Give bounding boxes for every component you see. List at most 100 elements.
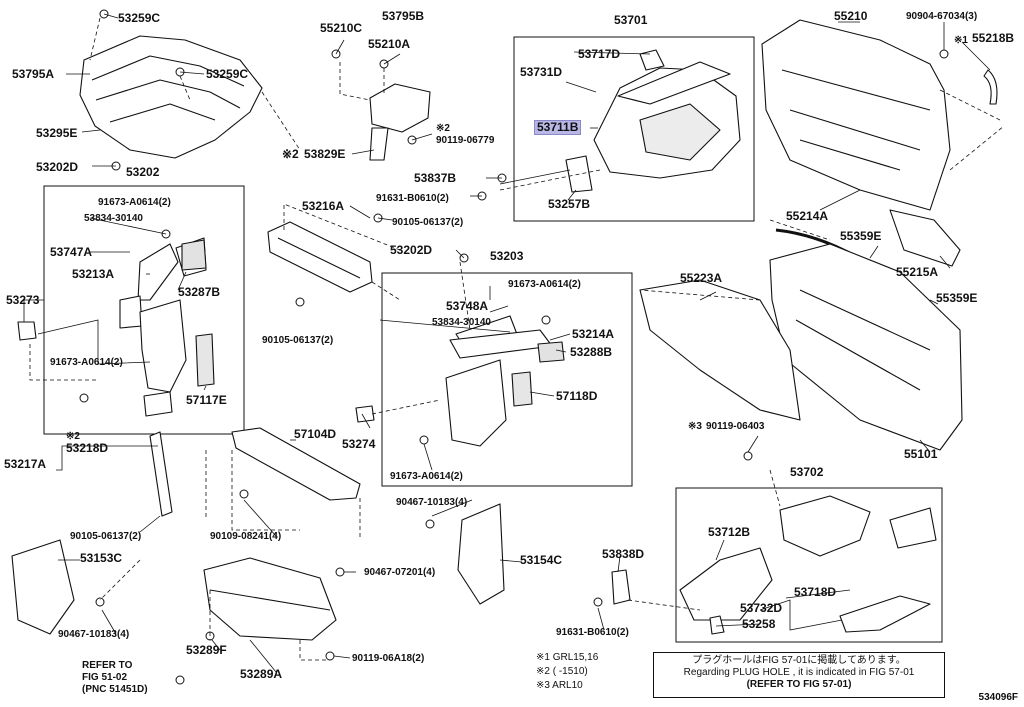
part-label-53838d[interactable]: 53838D <box>602 547 645 561</box>
part-53202-panel <box>139 299 187 393</box>
part-label-90467-10183[interactable]: 90467-10183(4) <box>58 629 130 640</box>
part-label-53202d[interactable]: 53202D <box>36 160 79 174</box>
part-label-53834-30140[interactable]: 53834-30140 <box>84 213 143 224</box>
part-label-90119-06779[interactable]: 90119-06779 <box>436 135 495 146</box>
part-53203-panel <box>445 359 507 447</box>
part-label-55359e[interactable]: 55359E <box>840 229 882 243</box>
part-label-53702[interactable]: 53702 <box>790 465 824 479</box>
plug-hole-note: プラグホールはFIG 57-01に掲載してあります。 Regarding PLU… <box>653 652 945 698</box>
part-label-53259c[interactable]: 53259C <box>206 67 249 81</box>
part-label-55223a[interactable]: 55223A <box>680 271 723 285</box>
part-label-53217a[interactable]: 53217A <box>4 457 47 471</box>
part-label-53795a[interactable]: 53795A <box>12 67 55 81</box>
part-label-90467-07201[interactable]: 90467-07201(4) <box>364 567 436 578</box>
group-frame-53202 <box>43 185 245 435</box>
part-label-91673-a0614[interactable]: 91673-A0614(2) <box>508 279 581 290</box>
part-label-53718d[interactable]: 53718D <box>794 585 837 599</box>
mark-3: ※3 <box>688 421 702 432</box>
part-label-55215a[interactable]: 55215A <box>896 265 939 279</box>
part-label-53289a[interactable]: 53289A <box>240 667 283 681</box>
part-label-53747a[interactable]: 53747A <box>50 245 93 259</box>
part-label-53153c[interactable]: 53153C <box>80 551 123 565</box>
part-label-53837b[interactable]: 53837B <box>414 171 457 185</box>
refer-fig-51-02[interactable]: REFER TO FIG 51-02 (PNC 51451D) <box>82 660 148 696</box>
part-label-90105-06137[interactable]: 90105-06137(2) <box>262 335 334 346</box>
part-label-53701[interactable]: 53701 <box>614 13 648 27</box>
part-label-53712b[interactable]: 53712B <box>708 525 751 539</box>
part-53712b-shape <box>679 547 773 621</box>
part-label-57118d[interactable]: 57118D <box>556 389 598 403</box>
part-label-53213a[interactable]: 53213A <box>72 267 115 281</box>
mark-2: ※2 <box>66 431 80 442</box>
part-label-90105-06137[interactable]: 90105-06137(2) <box>392 217 464 228</box>
part-label-91673-a0614[interactable]: 91673-A0614(2) <box>390 471 463 482</box>
part-label-53216a[interactable]: 53216A <box>302 199 345 213</box>
part-55210-shape <box>761 19 951 211</box>
part-label-53259c[interactable]: 53259C <box>118 11 161 25</box>
part-53795b-shape <box>369 83 431 133</box>
diagram-code: 534096F <box>978 692 1018 703</box>
footnote-2: ※2 ( -1510) <box>536 666 588 677</box>
part-label-90105-06137[interactable]: 90105-06137(2) <box>70 531 142 542</box>
part-label-53214a[interactable]: 53214A <box>572 327 615 341</box>
part-label-53287b[interactable]: 53287B <box>178 285 221 299</box>
part-label-91631-b0610[interactable]: 91631-B0610(2) <box>556 627 629 638</box>
part-label-91673-a0614[interactable]: 91673-A0614(2) <box>50 357 123 368</box>
group-frame-53203 <box>381 272 633 487</box>
part-label-53289f[interactable]: 53289F <box>186 643 227 657</box>
part-label-53731d[interactable]: 53731D <box>520 65 563 79</box>
part-label-53203[interactable]: 53203 <box>490 249 524 263</box>
part-label-57117e[interactable]: 57117E <box>186 393 227 407</box>
note-jp: プラグホールはFIG 57-01に掲載してあります。 <box>692 655 906 666</box>
part-label-90904-67034[interactable]: 90904-67034(3) <box>906 11 978 22</box>
part-label-53829e[interactable]: 53829E <box>304 147 346 161</box>
part-label-53257b[interactable]: 53257B <box>548 197 591 211</box>
note-ref[interactable]: (REFER TO FIG 57-01) <box>746 679 852 690</box>
part-label-55218b[interactable]: 55218B <box>972 31 1015 45</box>
part-label-55210[interactable]: 55210 <box>834 9 868 23</box>
part-label-55214a[interactable]: 55214A <box>786 209 829 223</box>
part-label-53795b[interactable]: 53795B <box>382 9 425 23</box>
part-label-55210c[interactable]: 55210C <box>320 21 363 35</box>
refer-line-3: (PNC 51451D) <box>82 684 148 695</box>
part-label-53202d[interactable]: 53202D <box>390 243 433 257</box>
part-53153c-shape <box>11 539 75 635</box>
part-label-55359e[interactable]: 55359E <box>936 291 978 305</box>
part-label-53711b[interactable]: 53711B <box>534 120 582 135</box>
part-label-53154c[interactable]: 53154C <box>520 553 563 567</box>
part-label-53273[interactable]: 53273 <box>6 293 40 307</box>
part-label-53295e[interactable]: 53295E <box>36 126 78 140</box>
part-53216a-shape <box>267 221 373 293</box>
part-label-53732d[interactable]: 53732D <box>740 601 783 615</box>
part-label-53717d[interactable]: 53717D <box>578 47 621 61</box>
part-label-90119-06a18[interactable]: 90119-06A18(2) <box>352 653 425 664</box>
part-label-90109-08241[interactable]: 90109-08241(4) <box>210 531 282 542</box>
part-label-53274[interactable]: 53274 <box>342 437 376 451</box>
part-label-90467-10183[interactable]: 90467-10183(4) <box>396 497 468 508</box>
part-label-55101[interactable]: 55101 <box>904 447 938 461</box>
part-label-90119-06403[interactable]: 90119-06403 <box>706 421 765 432</box>
footnote-3: ※3 ARL10 <box>536 680 583 691</box>
part-53287b-shape <box>181 239 207 271</box>
part-label-53258[interactable]: 53258 <box>742 617 776 631</box>
part-57104d-shape <box>231 427 361 501</box>
part-53289a-shape <box>203 557 337 641</box>
part-53213a-shape <box>137 243 179 301</box>
part-label-91673-a0614[interactable]: 91673-A0614(2) <box>98 197 171 208</box>
part-label-55210a[interactable]: 55210A <box>368 37 411 51</box>
part-label-53748a[interactable]: 53748A <box>446 299 489 313</box>
part-label-53202[interactable]: 53202 <box>126 165 160 179</box>
part-label-91631-b0610[interactable]: 91631-B0610(2) <box>376 193 449 204</box>
refer-line-2: FIG 51-02 <box>82 672 128 683</box>
part-55101-shape <box>769 243 963 451</box>
mark-2: ※2 <box>436 123 450 134</box>
part-label-53834-30140[interactable]: 53834-30140 <box>432 317 491 328</box>
part-55223a-shape <box>639 279 801 421</box>
part-label-57104d[interactable]: 57104D <box>294 427 337 441</box>
part-label-53218d[interactable]: 53218D <box>66 441 109 455</box>
refer-line-1: REFER TO <box>82 660 133 671</box>
mark-2: ※2 <box>282 147 299 161</box>
part-label-53288b[interactable]: 53288B <box>570 345 613 359</box>
